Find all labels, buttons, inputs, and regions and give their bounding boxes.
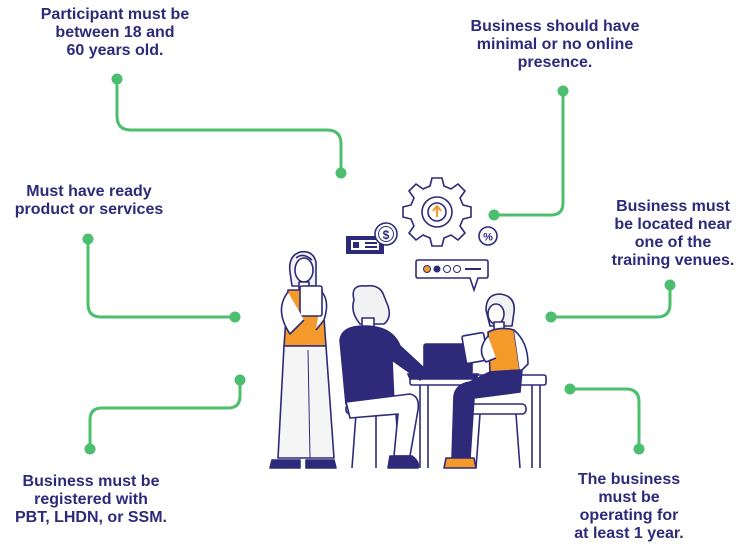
seated-woman-figure bbox=[443, 293, 529, 469]
criterion-location-label: Business must be located near one of the… bbox=[611, 198, 735, 269]
connector-registration bbox=[88, 378, 242, 451]
connector-dot bbox=[545, 311, 557, 323]
connector-dot bbox=[664, 279, 676, 291]
connectors bbox=[86, 77, 672, 451]
seated-man-figure bbox=[339, 284, 427, 469]
connector-location bbox=[549, 283, 672, 319]
connector-online bbox=[492, 89, 565, 217]
arrow-up-icon bbox=[432, 204, 442, 217]
connector-dot bbox=[335, 167, 347, 179]
connector-dot bbox=[82, 233, 94, 245]
percent-symbol: % bbox=[483, 232, 493, 244]
connector-age bbox=[115, 77, 343, 175]
connector-dot bbox=[557, 85, 569, 97]
connector-dot bbox=[229, 311, 241, 323]
connector-dot bbox=[234, 374, 246, 386]
criterion-operating-label: The business must be operating for at le… bbox=[574, 471, 684, 542]
connector-dots bbox=[82, 73, 676, 455]
connector-dot bbox=[488, 209, 500, 221]
criterion-registration-label: Business must be registered with PBT, LH… bbox=[14, 473, 167, 526]
connector-product bbox=[86, 237, 237, 319]
dollar-icon: $ bbox=[383, 228, 390, 242]
connector-dot bbox=[564, 383, 576, 395]
money-icon bbox=[346, 222, 398, 254]
connector-dot bbox=[111, 73, 123, 85]
connector-dot bbox=[633, 443, 645, 455]
criterion-product-label: Must have ready product or services bbox=[14, 183, 164, 218]
chat-bubble-icon bbox=[415, 259, 489, 293]
criterion-age-label: Participant must be between 18 and 60 ye… bbox=[40, 6, 190, 59]
criterion-online-presence-label: Business should have minimal or no onlin… bbox=[470, 18, 640, 71]
percent-icon bbox=[478, 226, 498, 246]
connector-operating bbox=[568, 387, 641, 451]
connector-dot bbox=[84, 443, 96, 455]
standing-woman-figure bbox=[269, 250, 337, 469]
